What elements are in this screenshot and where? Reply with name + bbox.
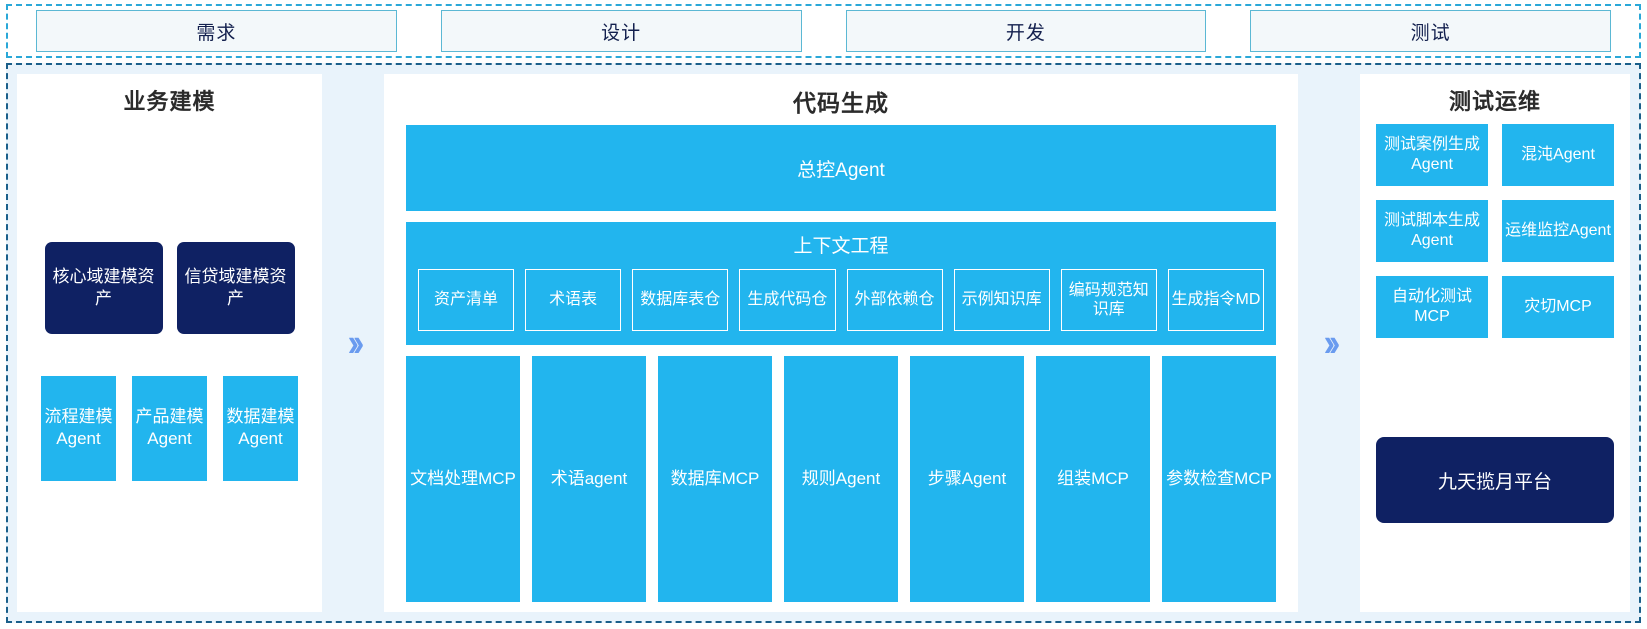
tool-document-processing-mcp[interactable]: 文档处理MCP (406, 356, 520, 602)
tool-label: 步骤Agent (927, 468, 1007, 488)
ops-label: 测试案例生成Agent (1383, 136, 1480, 173)
agent-data-modeling[interactable]: 数据建模Agent (223, 375, 298, 481)
tool-assembly-mcp[interactable]: 组装MCP (1036, 356, 1150, 602)
test-ops-row: 自动化测试MCP 灾切MCP (1376, 276, 1614, 338)
context-item-label: 外部依赖仓 (854, 291, 935, 309)
flow-arrow-left: ›› (322, 74, 384, 612)
test-ops-content: 测试案例生成Agent 混沌Agent 测试脚本生成Agent 运维监控Agen… (1360, 120, 1630, 602)
phase-strip: 需求 设计 开发 测试 (6, 4, 1641, 58)
context-item-label: 示例知识库 (961, 291, 1042, 309)
business-modeling-panel: 业务建模 核心域建模资产 信贷域建模资产 流程建模Agent 产品建模Agent (17, 74, 322, 612)
context-item-generation-instruction-md[interactable]: 生成指令MD (1167, 269, 1264, 331)
tool-label: 术语agent (550, 468, 628, 488)
agent-chaos[interactable]: 混沌Agent (1502, 124, 1614, 186)
context-engineering-title: 上下文工程 (793, 236, 889, 257)
phase-label: 测试 (1410, 22, 1451, 44)
agent-test-case-generation[interactable]: 测试案例生成Agent (1376, 124, 1488, 186)
test-ops-panel: 测试运维 测试案例生成Agent 混沌Agent 测试脚本生成Agent 运维 (1360, 74, 1630, 612)
context-engineering-panel: 上下文工程 资产清单 术语表 数据库表仓 生成代码仓 (406, 222, 1276, 345)
ops-label: 运维监控Agent (1505, 222, 1611, 239)
platform-jiutian-lanyue[interactable]: 九天揽月平台 (1376, 437, 1614, 523)
master-agent-bar[interactable]: 总控Agent (406, 125, 1276, 211)
tool-label: 组装MCP (1057, 468, 1129, 488)
panel-title: 测试运维 (1448, 89, 1541, 114)
asset-label: 信贷域建模资产 (184, 267, 287, 308)
tool-step-agent[interactable]: 步骤Agent (910, 356, 1024, 602)
platform-label: 九天揽月平台 (1437, 471, 1552, 493)
context-items-row: 资产清单 术语表 数据库表仓 生成代码仓 外部依赖仓 (418, 269, 1264, 331)
agent-ops-monitoring[interactable]: 运维监控Agent (1502, 200, 1614, 262)
context-item-glossary[interactable]: 术语表 (525, 269, 622, 331)
phase-label: 设计 (601, 22, 642, 44)
context-item-label: 编码规范知识库 (1068, 281, 1149, 318)
tool-parameter-check-mcp[interactable]: 参数检查MCP (1162, 356, 1276, 602)
context-item-db-table-repo[interactable]: 数据库表仓 (632, 269, 729, 331)
agent-test-script-generation[interactable]: 测试脚本生成Agent (1376, 200, 1488, 262)
phase-box-development[interactable]: 开发 (845, 10, 1207, 52)
context-item-label: 生成指令MD (1171, 291, 1261, 309)
tool-database-mcp[interactable]: 数据库MCP (658, 356, 772, 602)
code-generation-panel: 代码生成 总控Agent 上下文工程 资产清单 术语表 (384, 74, 1298, 612)
phase-label: 需求 (196, 22, 237, 44)
tool-rule-agent[interactable]: 规则Agent (784, 356, 898, 602)
double-chevron-right-icon: ›› (1323, 321, 1340, 365)
code-generation-content: 总控Agent 上下文工程 资产清单 术语表 数据库表仓 (384, 122, 1298, 602)
agent-label: 数据建模Agent (226, 406, 295, 448)
tool-label: 文档处理MCP (410, 468, 516, 488)
mcp-disaster-recovery-switch[interactable]: 灾切MCP (1502, 276, 1614, 338)
phase-box-requirements[interactable]: 需求 (36, 10, 397, 52)
tool-label: 数据库MCP (670, 468, 760, 488)
panel-title: 代码生成 (793, 90, 889, 116)
agent-process-modeling[interactable]: 流程建模Agent (41, 375, 116, 481)
context-item-label: 资产清单 (434, 291, 499, 309)
context-item-asset-inventory[interactable]: 资产清单 (418, 269, 515, 331)
test-ops-row: 测试脚本生成Agent 运维监控Agent (1376, 200, 1614, 262)
ops-label: 灾切MCP (1524, 298, 1592, 315)
test-ops-row: 测试案例生成Agent 混沌Agent (1376, 124, 1614, 186)
tools-row: 文档处理MCP 术语agent 数据库MCP 规则Agent 步骤Agent (406, 356, 1276, 602)
ops-label: 混沌Agent (1521, 146, 1595, 163)
phase-box-testing[interactable]: 测试 (1250, 10, 1611, 52)
architecture-body: 业务建模 核心域建模资产 信贷域建模资产 流程建模Agent 产品建模Agent (6, 63, 1641, 623)
context-item-label: 生成代码仓 (747, 291, 828, 309)
platform-wrapper: 九天揽月平台 (1376, 352, 1614, 602)
agent-label: 产品建模Agent (135, 406, 204, 448)
master-agent-label: 总控Agent (797, 159, 885, 181)
double-chevron-right-icon: ›› (347, 321, 364, 365)
asset-core-domain[interactable]: 核心域建模资产 (44, 241, 163, 334)
context-item-label: 术语表 (549, 291, 598, 309)
ops-label: 测试脚本生成Agent (1383, 212, 1480, 249)
tool-glossary-agent[interactable]: 术语agent (532, 356, 646, 602)
context-item-external-dependency-repo[interactable]: 外部依赖仓 (846, 269, 943, 331)
modeling-assets-row: 核心域建模资产 信贷域建模资产 (41, 241, 298, 334)
phase-label: 开发 (1005, 22, 1046, 44)
context-item-example-knowledge-base[interactable]: 示例知识库 (953, 269, 1050, 331)
ops-label: 自动化测试MCP (1391, 288, 1472, 325)
context-item-label: 数据库表仓 (640, 291, 721, 309)
agent-product-modeling[interactable]: 产品建模Agent (132, 375, 207, 481)
mcp-automated-testing[interactable]: 自动化测试MCP (1376, 276, 1488, 338)
context-item-generated-code-repo[interactable]: 生成代码仓 (739, 269, 836, 331)
panel-title: 业务建模 (123, 89, 216, 114)
agent-label: 流程建模Agent (44, 406, 113, 448)
phase-box-design[interactable]: 设计 (440, 10, 802, 52)
asset-credit-domain[interactable]: 信贷域建模资产 (176, 241, 295, 334)
business-modeling-content: 核心域建模资产 信贷域建模资产 流程建模Agent 产品建模Agent 数据建模… (17, 120, 322, 602)
tool-label: 参数检查MCP (1166, 468, 1272, 488)
modeling-agents-row: 流程建模Agent 产品建模Agent 数据建模Agent (41, 375, 298, 481)
flow-arrow-right: ›› (1298, 74, 1360, 612)
context-item-coding-standard-knowledge-base[interactable]: 编码规范知识库 (1060, 269, 1157, 331)
asset-label: 核心域建模资产 (52, 267, 155, 308)
tool-label: 规则Agent (801, 468, 881, 488)
